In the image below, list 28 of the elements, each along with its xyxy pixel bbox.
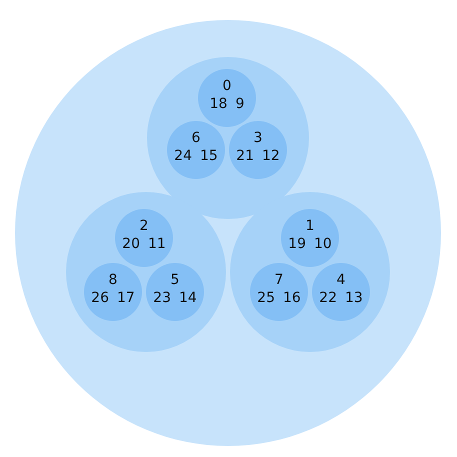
number-label: 21 (236, 148, 254, 164)
number-label: 10 (314, 236, 332, 252)
number-label: 18 (210, 96, 228, 112)
number-label: 1 (306, 218, 314, 234)
number-label: 15 (200, 148, 218, 164)
number-label: 24 (174, 148, 192, 164)
number-label: 22 (319, 290, 337, 306)
number-label: 19 (288, 236, 306, 252)
number-label: 14 (179, 290, 197, 306)
number-label: 26 (91, 290, 109, 306)
number-label: 17 (117, 290, 135, 306)
number-label: 3 (254, 130, 262, 146)
number-label: 13 (345, 290, 363, 306)
number-label: 11 (148, 236, 166, 252)
number-label: 8 (108, 272, 118, 288)
number-label: 7 (274, 272, 284, 288)
number-label: 5 (170, 272, 180, 288)
number-label: 2 (140, 218, 148, 234)
number-label: 4 (336, 272, 346, 288)
number-label: 0 (222, 78, 232, 94)
number-label: 16 (283, 290, 301, 306)
number-label: 20 (122, 236, 140, 252)
number-label: 9 (235, 96, 244, 112)
number-label: 12 (262, 148, 280, 164)
number-label: 25 (257, 290, 275, 306)
number-label: 23 (153, 290, 171, 306)
circle (84, 263, 142, 321)
number-label: 6 (192, 130, 200, 146)
